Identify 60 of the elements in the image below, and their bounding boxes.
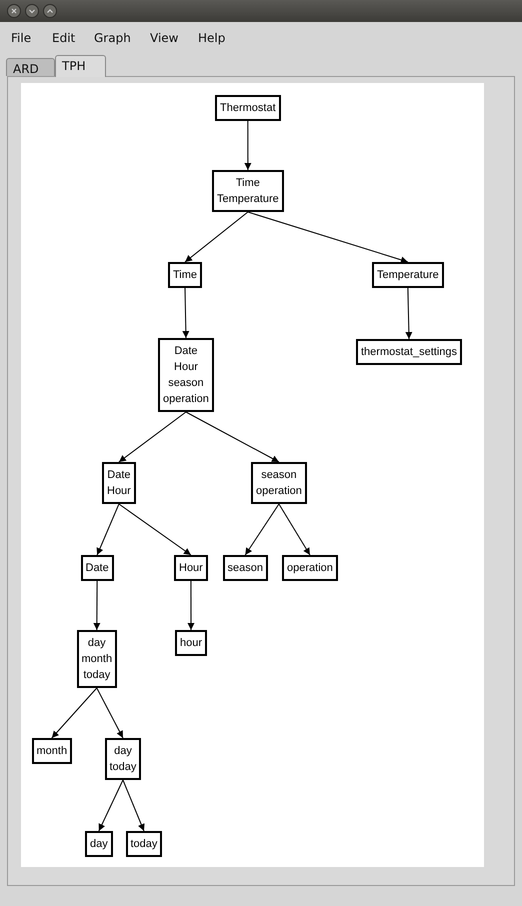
menu-item: View bbox=[150, 31, 178, 45]
node-label: Hour bbox=[179, 561, 203, 576]
node-label: Time bbox=[173, 268, 198, 283]
arrow bbox=[122, 780, 145, 832]
arrow bbox=[118, 412, 186, 462]
arrow bbox=[98, 780, 124, 832]
node-label: hour bbox=[180, 636, 202, 651]
node-label: month bbox=[36, 744, 68, 759]
graph-node bbox=[175, 630, 208, 656]
graph-node bbox=[251, 462, 307, 504]
menu-item: Help bbox=[198, 31, 226, 45]
graph-node bbox=[102, 462, 136, 504]
graph-node bbox=[356, 339, 462, 365]
tab: TPH bbox=[55, 55, 106, 77]
graph-node bbox=[158, 338, 214, 412]
tab: ARD bbox=[6, 58, 55, 76]
arrow bbox=[184, 212, 248, 262]
node-label: Date bbox=[86, 561, 109, 576]
graph-node bbox=[215, 95, 281, 121]
arrow bbox=[244, 120, 252, 170]
arrow bbox=[278, 504, 310, 556]
node-label: thermostat_settings bbox=[361, 345, 457, 360]
menu-item: Graph bbox=[94, 31, 131, 45]
graph-node bbox=[104, 738, 142, 780]
graph-node bbox=[212, 170, 284, 212]
node-label: today bbox=[130, 837, 158, 852]
arrow bbox=[51, 688, 98, 738]
node-label: Date Hour bbox=[107, 468, 131, 499]
arrow bbox=[244, 504, 280, 556]
menu-item: File bbox=[11, 31, 32, 45]
menu-item: Edit bbox=[52, 31, 76, 45]
arrow bbox=[185, 412, 280, 462]
node-label: Date Hour season operation bbox=[163, 344, 209, 407]
node-label: season bbox=[228, 561, 263, 576]
node-label: operation bbox=[287, 561, 333, 576]
graph-node bbox=[76, 630, 118, 688]
node-label: Temperature bbox=[377, 268, 439, 283]
node-label: day month today bbox=[82, 636, 112, 683]
arrow bbox=[188, 580, 194, 630]
node-label: day bbox=[90, 837, 108, 852]
graph-node bbox=[174, 555, 208, 581]
node-label: Thermostat bbox=[220, 101, 276, 116]
node-label: season operation bbox=[256, 468, 302, 499]
arrow bbox=[118, 504, 192, 556]
graph-node bbox=[222, 555, 268, 581]
arrow bbox=[405, 288, 412, 340]
node-label: Time Temperature bbox=[217, 176, 279, 207]
arrow bbox=[96, 504, 120, 556]
node-label: day today bbox=[110, 744, 136, 775]
graph-node bbox=[168, 262, 202, 288]
arrow bbox=[93, 580, 100, 630]
arrow bbox=[247, 212, 408, 264]
graph-node bbox=[32, 738, 72, 764]
graph-node bbox=[85, 831, 113, 857]
graph-node bbox=[126, 831, 162, 857]
graph-node bbox=[282, 555, 338, 581]
arrow bbox=[96, 688, 124, 738]
graph-node bbox=[80, 555, 114, 581]
arrow bbox=[182, 288, 190, 338]
graph-node bbox=[372, 262, 444, 288]
